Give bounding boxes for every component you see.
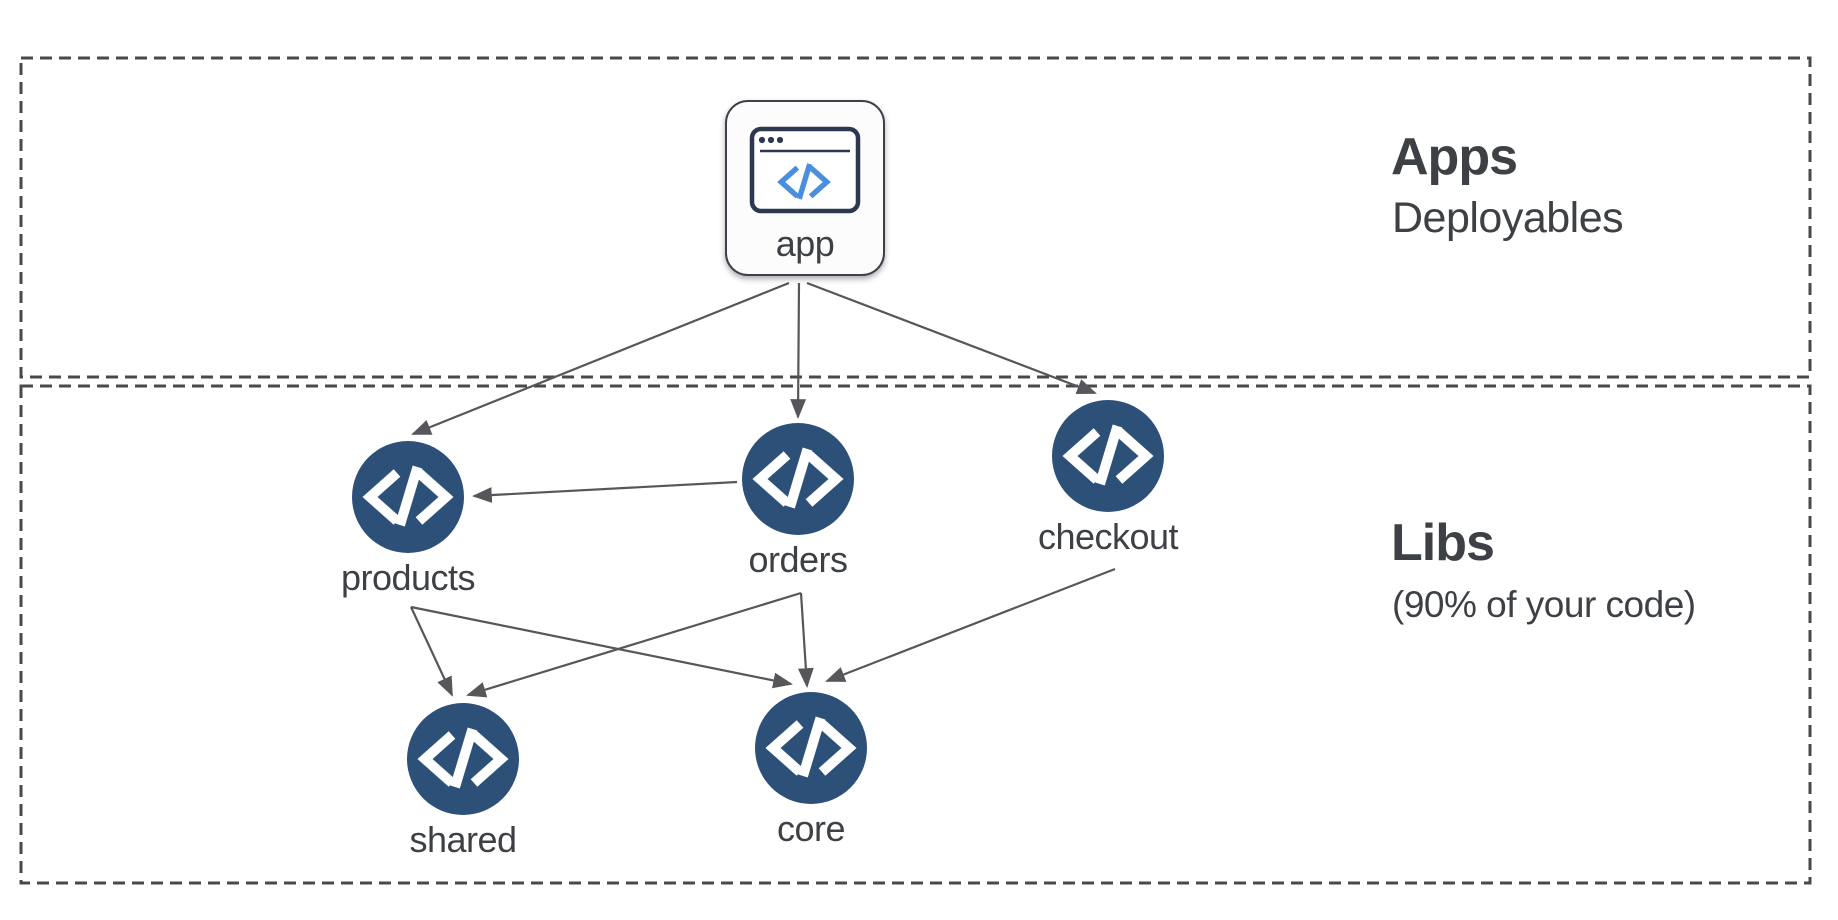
code-icon <box>1062 424 1154 486</box>
edge-checkout-to-core <box>825 567 1116 683</box>
node-label-app: app <box>776 223 835 264</box>
node-label-products: products <box>341 557 475 598</box>
section-box-apps <box>19 56 1812 379</box>
section-title-apps: Apps <box>1391 128 1518 186</box>
node-orders: orders <box>742 423 854 580</box>
node-app: app <box>725 100 885 276</box>
edge-orders-to-products <box>472 480 738 503</box>
node-label-shared: shared <box>409 819 516 860</box>
node-checkout: checkout <box>1038 400 1179 557</box>
edge-app-to-orders <box>790 282 807 419</box>
node-label-core: core <box>777 808 845 849</box>
browser-window-code-icon <box>749 126 861 214</box>
node-shared: shared <box>407 703 519 860</box>
node-label-checkout: checkout <box>1038 516 1179 557</box>
edge-orders-to-shared <box>466 591 802 698</box>
section-boxes-layer <box>19 56 1812 885</box>
node-products: products <box>341 441 476 598</box>
code-icon <box>765 716 857 778</box>
edge-app-to-checkout <box>806 281 1097 395</box>
code-icon <box>752 447 844 509</box>
section-box-libs <box>19 384 1812 885</box>
code-icon <box>362 465 454 527</box>
nodes-layer: app products orders checkout shared core <box>341 100 1179 860</box>
section-subtitle-libs: (90% of your code) <box>1392 584 1696 625</box>
edge-products-to-core <box>410 605 793 689</box>
section-subtitle-apps: Deployables <box>1392 194 1624 242</box>
section-title-libs: Libs <box>1391 514 1495 572</box>
edge-orders-to-core <box>797 592 814 688</box>
node-core: core <box>755 692 867 849</box>
edge-products-to-shared <box>410 606 453 697</box>
dependency-edges-layer <box>410 281 1116 698</box>
code-icon <box>417 727 509 789</box>
node-label-orders: orders <box>748 539 847 580</box>
edge-app-to-products <box>411 281 790 436</box>
code-icon <box>777 163 831 200</box>
